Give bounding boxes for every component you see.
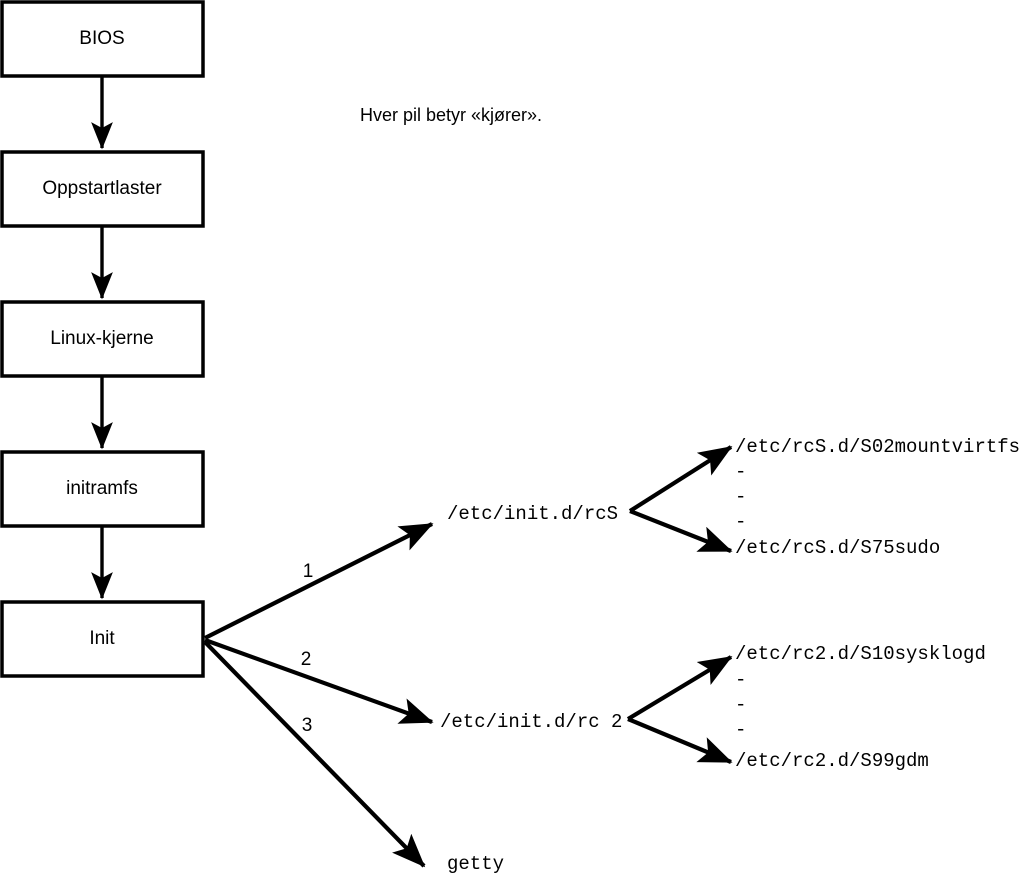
- edge-rc2-to-first-script: [626, 655, 733, 721]
- rcS-ellipsis-dash-3: -: [735, 511, 746, 533]
- node-bootloader[interactable]: Oppstartlaster: [0, 150, 205, 228]
- branch-label-rcS[interactable]: /etc/init.d/rcS: [447, 503, 618, 525]
- node-initramfs-label: initramfs: [66, 478, 138, 499]
- node-init[interactable]: Init: [0, 600, 205, 678]
- edge-init-to-rcS: [204, 522, 434, 640]
- rc2-ellipsis-dash-3: -: [735, 719, 746, 741]
- diagram-note: Hver pil betyr «kjører».: [360, 105, 542, 125]
- rc2-ellipsis-dash-2: -: [735, 694, 746, 716]
- node-bios-label: BIOS: [79, 28, 124, 49]
- branch-number-3: 3: [302, 715, 313, 736]
- rcS-ellipsis-dash-2: -: [735, 486, 746, 508]
- node-bios[interactable]: BIOS: [0, 0, 205, 78]
- node-kernel-rect[interactable]: [0, 300, 205, 378]
- rc2-ellipsis-dash-1: -: [735, 669, 746, 691]
- node-initramfs[interactable]: initramfs: [0, 450, 205, 528]
- rc2-script-first[interactable]: /etc/rc2.d/S10sysklogd: [735, 643, 986, 665]
- branch-number-1: 1: [303, 561, 314, 582]
- edge-rc2-to-last-script: [627, 717, 733, 764]
- edge-init-to-getty: [203, 640, 426, 868]
- node-kernel-label: Linux-kjerne: [50, 328, 154, 349]
- edge-rcS-to-first-script: [628, 445, 733, 513]
- node-init-rect[interactable]: [0, 600, 205, 678]
- edge-rcS-to-last-script: [629, 509, 733, 553]
- node-init-label: Init: [89, 628, 115, 649]
- branch-number-2: 2: [301, 649, 312, 670]
- node-bootloader-rect[interactable]: [0, 150, 205, 228]
- branch-label-rc2[interactable]: /etc/init.d/rc 2: [440, 711, 622, 733]
- node-bios-rect[interactable]: [0, 0, 205, 78]
- edge-init-to-rc2: [204, 638, 434, 724]
- rc2-script-last[interactable]: /etc/rc2.d/S99gdm: [735, 750, 929, 772]
- node-bootloader-label: Oppstartlaster: [42, 178, 162, 199]
- rcS-ellipsis-dash-1: -: [735, 461, 746, 483]
- branch-label-getty[interactable]: getty: [447, 853, 504, 875]
- node-kernel[interactable]: Linux-kjerne: [0, 300, 205, 378]
- rcS-script-last[interactable]: /etc/rcS.d/S75sudo: [735, 537, 940, 559]
- rcS-script-first[interactable]: /etc/rcS.d/S02mountvirtfs: [735, 436, 1020, 458]
